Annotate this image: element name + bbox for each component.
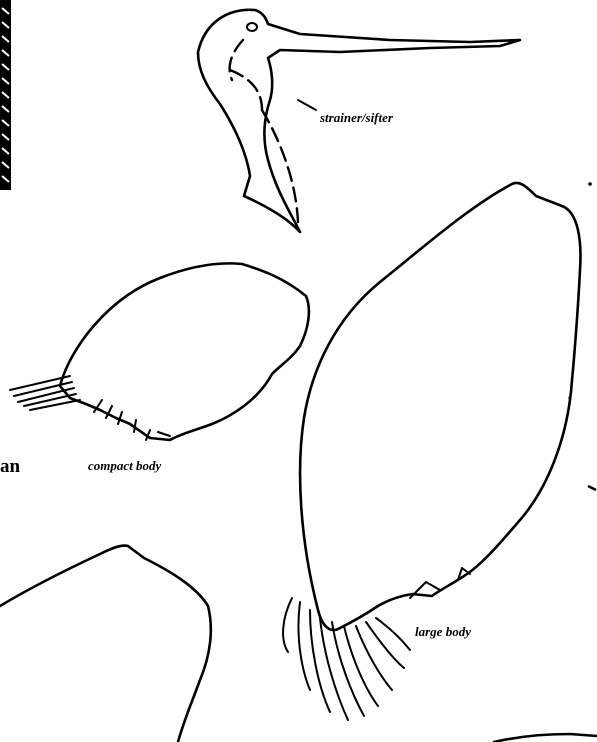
specks: [568, 182, 596, 490]
cropped-text-fragment: an: [0, 456, 20, 478]
partial-shape-bottom-right: [494, 734, 597, 742]
compact-body-drawing: [10, 263, 309, 440]
compact-body-label: compact body: [88, 458, 161, 474]
hatched-border: [0, 0, 11, 190]
partial-body-drawing: [0, 545, 211, 742]
strainer-sifter-label: strainer/sifter: [320, 110, 393, 126]
large-body-label: large body: [415, 624, 471, 640]
